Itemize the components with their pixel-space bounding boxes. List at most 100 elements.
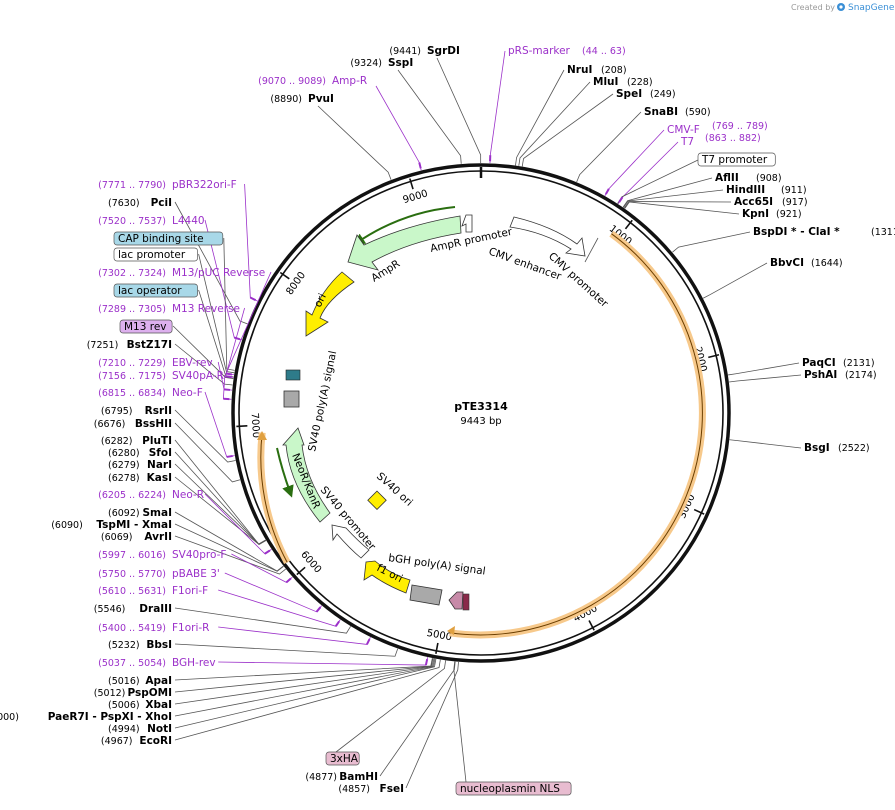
leader-line: [245, 184, 258, 301]
site-label: NotI: [147, 723, 172, 735]
primer-mark: [250, 297, 255, 300]
leader-line: [625, 202, 739, 214]
site-label: KpnI: [742, 208, 769, 220]
leader-line: [398, 70, 461, 164]
site-label: BstZ17I: [127, 339, 172, 351]
site-label: PspOMI: [127, 687, 172, 699]
primer-mark: [226, 374, 232, 375]
primer-label: pBABE 3': [172, 568, 220, 580]
nls-feature-arrow: [449, 592, 463, 609]
ampr-promoter-arrow: [462, 215, 472, 232]
primer-position: (5750 .. 5770): [98, 569, 166, 580]
primer-position: (9070 .. 9089): [258, 76, 326, 87]
primer-mark: [426, 659, 427, 665]
primer-label: M13 Reverse: [172, 303, 240, 315]
site-label: BssHII: [135, 418, 172, 430]
site-position: (4967): [101, 736, 133, 747]
primer-label: SV40pro-F: [172, 549, 226, 561]
leader-line: [522, 94, 613, 166]
site-label: NarI: [147, 459, 172, 471]
primer-position: (7289 .. 7305): [98, 304, 166, 315]
primer-position: (6815 .. 6834): [98, 388, 166, 399]
primer-position: (44 .. 63): [582, 46, 626, 57]
site-position: (4857): [338, 784, 370, 795]
credit-brand: SnapGene: [848, 3, 895, 13]
cmv-promoter-marker: [585, 238, 598, 262]
box-label: lac operator: [118, 285, 182, 297]
bgh-polya-box: [410, 585, 442, 605]
box-label-t7-promoter: T7 promoter: [701, 154, 768, 166]
site-label: DraIII: [139, 603, 172, 615]
leader-line: [380, 662, 455, 776]
site-position: (917): [782, 197, 808, 208]
primer-position: (769 .. 789): [712, 121, 768, 132]
plasmid-size: 9443 bp: [460, 416, 501, 427]
site-label: PaeR7I - PspXI - XhoI: [48, 711, 172, 723]
leader-line: [672, 232, 750, 252]
primer-label: SV40pA-R: [172, 370, 224, 382]
site-position: (6092): [108, 508, 140, 519]
site-position: (228): [627, 77, 653, 88]
site-position: (8890): [270, 94, 302, 105]
leader-line: [729, 375, 801, 382]
site-position: (5546): [94, 604, 126, 615]
leader-line: [175, 524, 284, 571]
leader-line: [406, 662, 458, 788]
leader-line: [175, 659, 436, 728]
site-position: (2522): [838, 443, 870, 454]
site-position: (6795): [101, 406, 133, 417]
site-label: SspI: [388, 57, 413, 69]
site-label: SgrDI: [427, 45, 460, 57]
tick-mark: [236, 426, 247, 427]
site-position: (921): [776, 209, 802, 220]
leader-line: [223, 375, 231, 399]
primer-mark: [336, 621, 339, 626]
primer-position: (5997 .. 6016): [98, 550, 166, 561]
primer-position: (7210 .. 7229): [98, 358, 166, 369]
site-label: BsgI: [804, 442, 830, 454]
primer-label: Neo-R: [172, 489, 204, 501]
leader-line: [490, 51, 505, 163]
site-position: (9324): [350, 58, 382, 69]
site-label: BbvCI: [770, 257, 804, 269]
primer-label: F1ori-R: [172, 622, 209, 634]
leader-line: [318, 106, 391, 180]
primer-position: (7156 .. 7175): [98, 371, 166, 382]
box-label: CAP binding site: [118, 233, 204, 245]
site-label: TspMI - XmaI: [96, 519, 172, 531]
primer-position: (5400 .. 5419): [98, 623, 166, 634]
site-label: PciI: [151, 197, 172, 209]
leader-line: [205, 392, 235, 457]
box-label: 3xHA: [330, 753, 359, 765]
primer-label: L4440: [172, 215, 205, 227]
orange-band-1: [450, 234, 703, 635]
site-position: (6282): [101, 436, 133, 447]
tick-mark: [708, 355, 719, 358]
site-label: FseI: [380, 783, 404, 795]
primer-position: (863 .. 882): [705, 133, 761, 144]
primer-mark: [619, 197, 622, 202]
site-position: (590): [685, 107, 711, 118]
feature-label-ampr: AmpR: [369, 258, 402, 285]
site-label: RsrII: [145, 405, 172, 417]
site-label: AflII: [715, 172, 739, 184]
tick-mark: [436, 643, 438, 654]
label-layer: NruI(208)MluI(228)SpeI(249)SnaBI(590)Afl…: [0, 45, 895, 795]
leader-line: [175, 644, 398, 656]
box-label: M13 rev: [124, 321, 167, 333]
site-label: BspDI * - ClaI *: [753, 226, 840, 238]
primer-mark: [606, 189, 609, 194]
primer-position: (7771 .. 7790): [98, 180, 166, 191]
leader-line: [376, 86, 421, 170]
leader-line: [730, 440, 801, 448]
site-label: PshAI: [804, 369, 837, 381]
site-label: SnaBI: [644, 106, 678, 118]
site-label: ApaI: [145, 675, 172, 687]
primer-label: pRS-marker: [508, 45, 571, 57]
site-position: (5006): [108, 700, 140, 711]
leader-line: [703, 263, 767, 298]
tick-label: 6000: [298, 549, 323, 575]
leader-line: [728, 363, 799, 375]
site-position: (7630): [108, 198, 140, 209]
